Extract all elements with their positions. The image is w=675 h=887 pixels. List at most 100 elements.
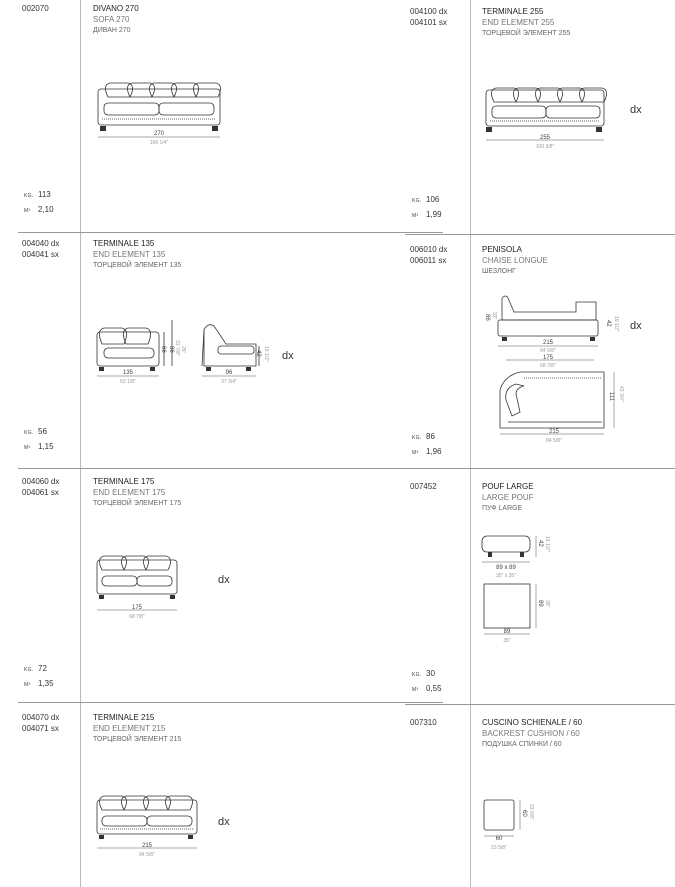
dim-height: 60 xyxy=(521,810,527,817)
dim-height: 86 xyxy=(484,314,490,321)
dim-height-inches: 33 7/8" xyxy=(174,340,180,356)
column-divider-right xyxy=(470,0,471,887)
dim-width-inches: 106 1/4" xyxy=(150,140,169,146)
volume-value: 1,99 xyxy=(426,210,442,219)
product-title-block: TERMINALE 255 END ELEMENT 255 ТОРЦЕВОЙ Э… xyxy=(482,6,570,39)
product-title: TERMINALE 175 xyxy=(93,477,155,486)
product-code: 004061 sx xyxy=(22,488,59,497)
dim-width-2-inches: 68 7/8" xyxy=(540,363,556,369)
product-title-en: LARGE POUF xyxy=(482,493,534,502)
product-codes: 004070 dx 004071 sx xyxy=(22,712,59,734)
dim-height: 86 xyxy=(168,346,174,353)
chaise-longue-plan-drawing: 111 43 3/4" 215 84 5/8" xyxy=(499,371,624,444)
dx-label: dx xyxy=(218,816,230,828)
dim-height-inches: 33" xyxy=(491,312,497,320)
dim-width: 175 xyxy=(132,605,143,611)
weight-volume: KG. 113 M³ 2,10 xyxy=(24,188,54,218)
weight-value: 113 xyxy=(38,190,51,199)
volume-value: 2,10 xyxy=(38,205,54,214)
dim-arm-height-inches: 16 1/2" xyxy=(613,316,619,332)
weight-value: 106 xyxy=(426,195,440,204)
volume-value: 1,35 xyxy=(38,679,54,688)
m3-label: M³ xyxy=(24,682,31,688)
product-title-block: POUF LARGE LARGE POUF ПУФ LARGE xyxy=(482,481,534,514)
product-title-en: END ELEMENT 215 xyxy=(93,724,166,733)
kg-label: KG. xyxy=(24,193,34,199)
product-title: CUSCINO SCHIENALE / 60 xyxy=(482,718,583,727)
dim-depth: 89 xyxy=(537,600,543,607)
product-title: TERMINALE 255 xyxy=(482,7,544,16)
weight-value: 56 xyxy=(38,427,47,436)
dim-seat-height-inches: 26" xyxy=(180,346,186,354)
kg-label: KG. xyxy=(24,430,34,436)
product-code: 004041 sx xyxy=(22,250,59,259)
product-code: 004070 dx xyxy=(22,713,60,722)
product-codes: 007310 xyxy=(410,717,437,728)
end-element-175-drawing: 175 68 7/8" xyxy=(96,555,178,620)
dim-size-inches: 35" x 35" xyxy=(496,573,516,579)
product-title: DIVANO 270 xyxy=(93,4,139,13)
volume-value: 1,15 xyxy=(38,442,54,451)
dim-width: 215 xyxy=(543,340,554,346)
product-code: 004071 sx xyxy=(22,724,59,733)
m3-label: M³ xyxy=(412,687,419,693)
product-title-block: TERMINALE 175 END ELEMENT 175 ТОРЦЕВОЙ Э… xyxy=(93,476,181,509)
product-codes: 006010 dx 006011 sx xyxy=(410,244,447,266)
m3-label: M³ xyxy=(24,445,31,451)
product-codes: 004040 dx 004041 sx xyxy=(22,238,59,260)
product-title-en: BACKREST CUSHION / 60 xyxy=(482,729,580,738)
pouf-plan-drawing: 89 35" 89 35" xyxy=(483,583,550,644)
dim-size: 89 x 89 xyxy=(496,565,516,571)
product-code: 002070 xyxy=(22,4,49,13)
product-title-block: PENISOLA CHAISE LONGUE ШЕЗЛОНГ xyxy=(482,244,548,277)
weight-value: 86 xyxy=(426,432,435,441)
dim-width: 270 xyxy=(154,131,165,137)
kg-label: KG. xyxy=(24,667,34,673)
backrest-cushion-drawing: 60 23 5/8" 60 23 5/8" xyxy=(483,799,534,851)
dim-width: 135 xyxy=(123,370,134,376)
dim-arm-height-inches: 16 1/2" xyxy=(263,346,269,362)
product-codes: 007452 xyxy=(410,481,437,492)
end-element-135-front-drawing: 135 53 1/8" 86 33 7/8" 66 26" xyxy=(96,320,186,385)
product-codes: 004060 dx 004061 sx xyxy=(22,476,59,498)
row-divider-left-3 xyxy=(18,702,443,703)
dim-width: 255 xyxy=(540,135,551,141)
dim-arm-height: 42 xyxy=(255,350,261,357)
product-title-ru: ТОРЦЕВОЙ ЭЛЕМЕНТ 135 xyxy=(93,262,182,269)
product-title-block: CUSCINO SCHIENALE / 60 BACKREST CUSHION … xyxy=(482,717,582,750)
dim-width: 215 xyxy=(142,843,153,849)
row-divider-left-1 xyxy=(18,232,443,233)
m3-label: M³ xyxy=(412,213,419,219)
product-code: 006010 dx xyxy=(410,245,448,254)
row-divider-right-3 xyxy=(405,704,675,705)
product-title-block: DIVANO 270 SOFA 270 ДИВАН 270 xyxy=(93,3,139,36)
dim-height-inches: 16 1/2" xyxy=(544,536,550,552)
product-title: TERMINALE 135 xyxy=(93,239,155,248)
product-title-ru: ДИВАН 270 xyxy=(93,27,131,34)
dim-height: 42 xyxy=(537,540,543,547)
row-divider-left-2 xyxy=(18,468,443,469)
end-element-215-drawing: 215 84 5/8" xyxy=(96,795,198,858)
dim-depth-inches: 43 3/4" xyxy=(618,386,624,402)
dim-width-inches: 84 5/8" xyxy=(139,852,155,858)
product-code: 007452 xyxy=(410,482,437,491)
dim-arm-height: 42 xyxy=(605,320,611,327)
weight-value: 30 xyxy=(426,669,435,678)
end-element-135-side-drawing: 96 37 3/4" 42 16 1/2" xyxy=(201,324,269,385)
dim-width-3-inches: 84 5/8" xyxy=(546,438,562,444)
dim-width-3: 215 xyxy=(549,429,560,435)
product-title-ru: ПОДУШКА СПИНКИ / 60 xyxy=(482,741,562,748)
product-code: 006011 sx xyxy=(410,256,447,265)
m3-label: M³ xyxy=(24,208,31,214)
product-title-ru: ПУФ LARGE xyxy=(482,505,523,512)
dim-width-inches: 68 7/8" xyxy=(129,614,145,620)
product-title-ru: ТОРЦЕВОЙ ЭЛЕМЕНТ 175 xyxy=(93,500,182,507)
dim-width-inches: 53 1/8" xyxy=(120,379,136,385)
dim-width-inches: 84 5/8" xyxy=(540,348,556,354)
product-code: 004100 dx xyxy=(410,7,448,16)
dim-width-inches: 100 3/8" xyxy=(536,144,555,150)
